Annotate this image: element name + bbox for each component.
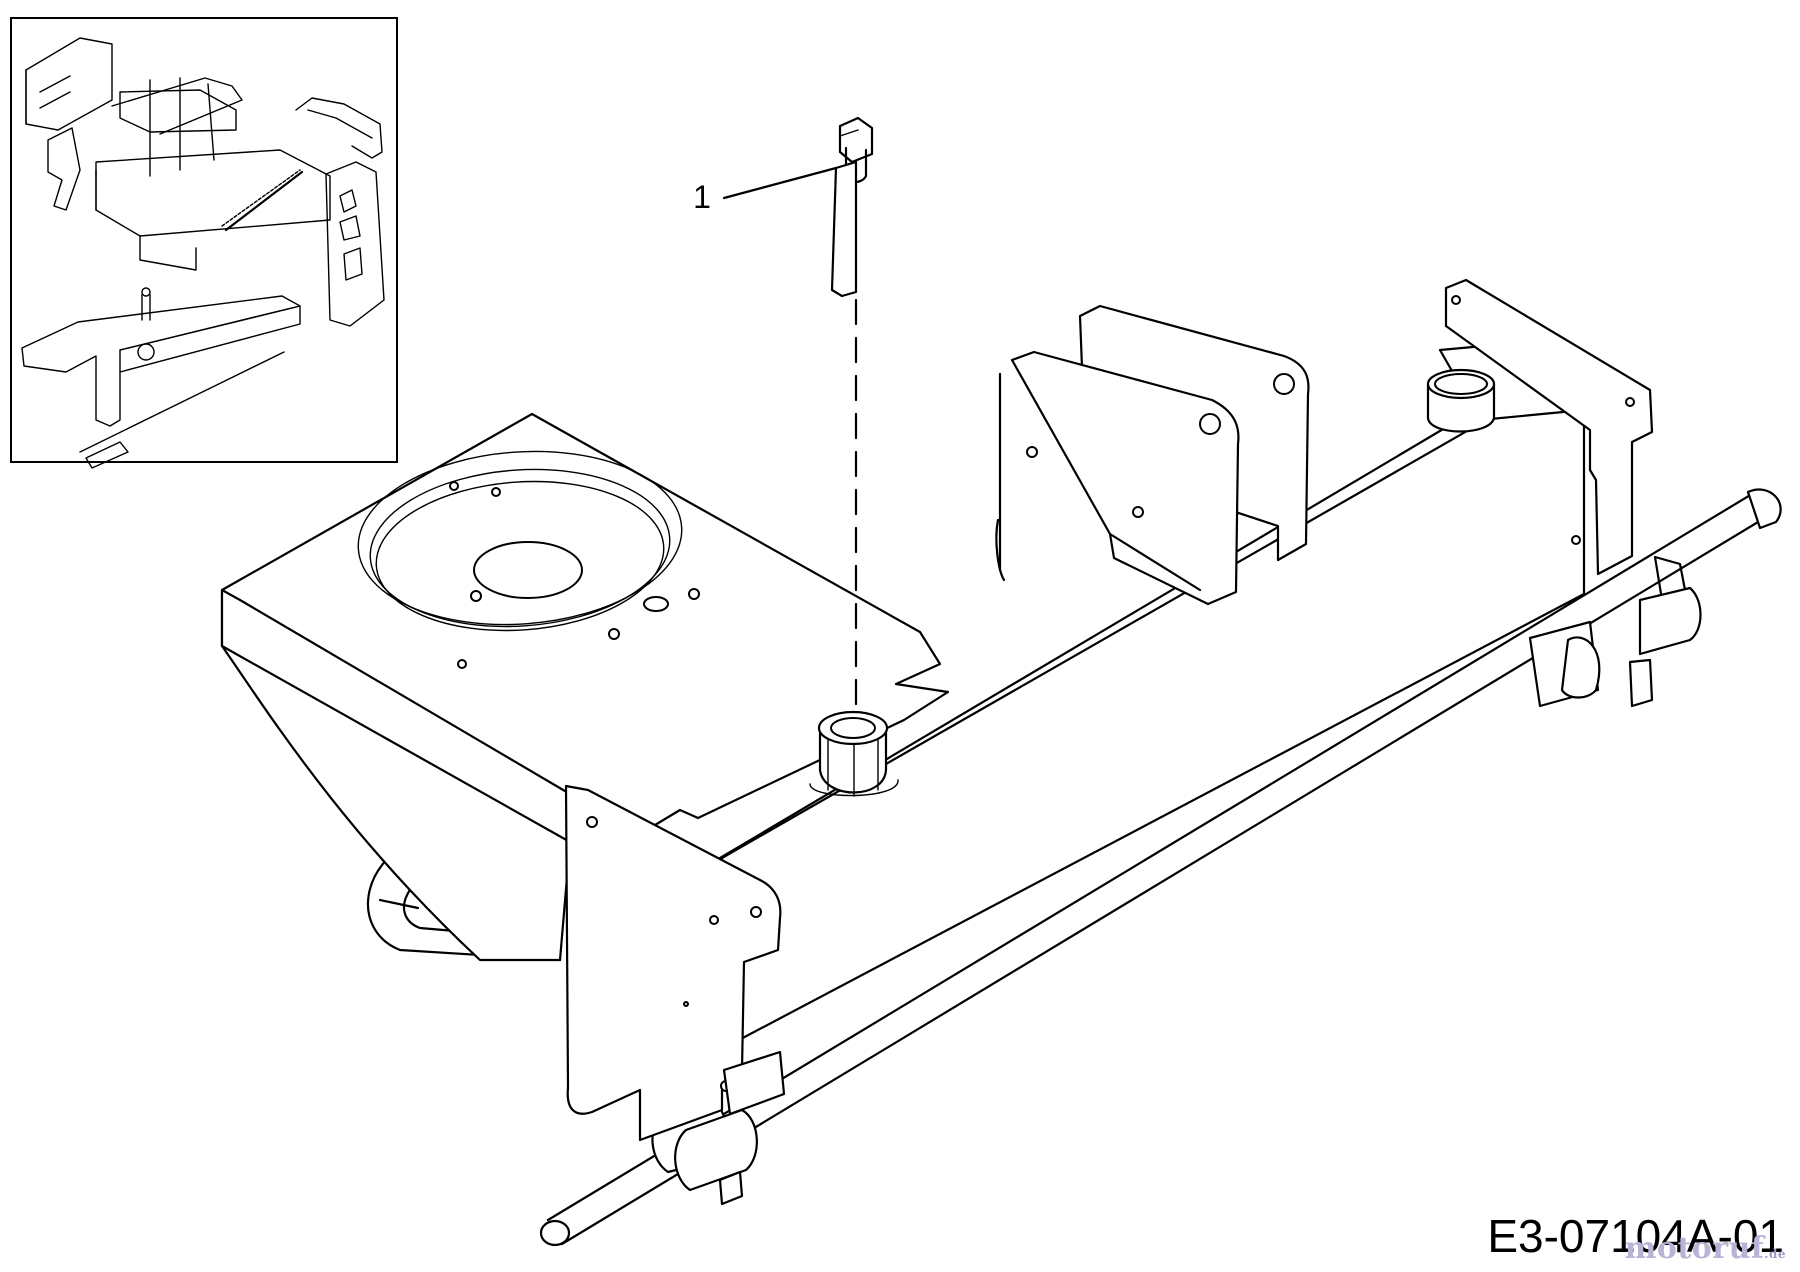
right-flange-plate xyxy=(1444,278,1654,576)
watermark-tld: .de xyxy=(1764,1247,1786,1261)
front-side-plate xyxy=(564,784,786,1142)
front-bearing xyxy=(674,1108,758,1206)
fill-neck-fitting xyxy=(809,710,899,797)
side-skirt xyxy=(220,644,572,962)
watermark-name: motoruf xyxy=(1624,1231,1765,1266)
overview-inset xyxy=(10,17,398,469)
overview-frame-sketch xyxy=(21,37,385,469)
callout-number: 1 xyxy=(693,179,711,215)
pivot-sleeve xyxy=(1426,368,1496,433)
callout-1: 1 xyxy=(693,166,838,215)
mount-brackets xyxy=(995,304,1310,606)
dipstick-part xyxy=(830,116,874,714)
seat-pan-plate xyxy=(220,412,950,844)
drawing-code: E3-07104A-01 xyxy=(1487,1210,1784,1262)
watermark-logo: motoruf.de xyxy=(1625,1231,1786,1266)
main-assembly: 1 xyxy=(220,116,1782,1247)
